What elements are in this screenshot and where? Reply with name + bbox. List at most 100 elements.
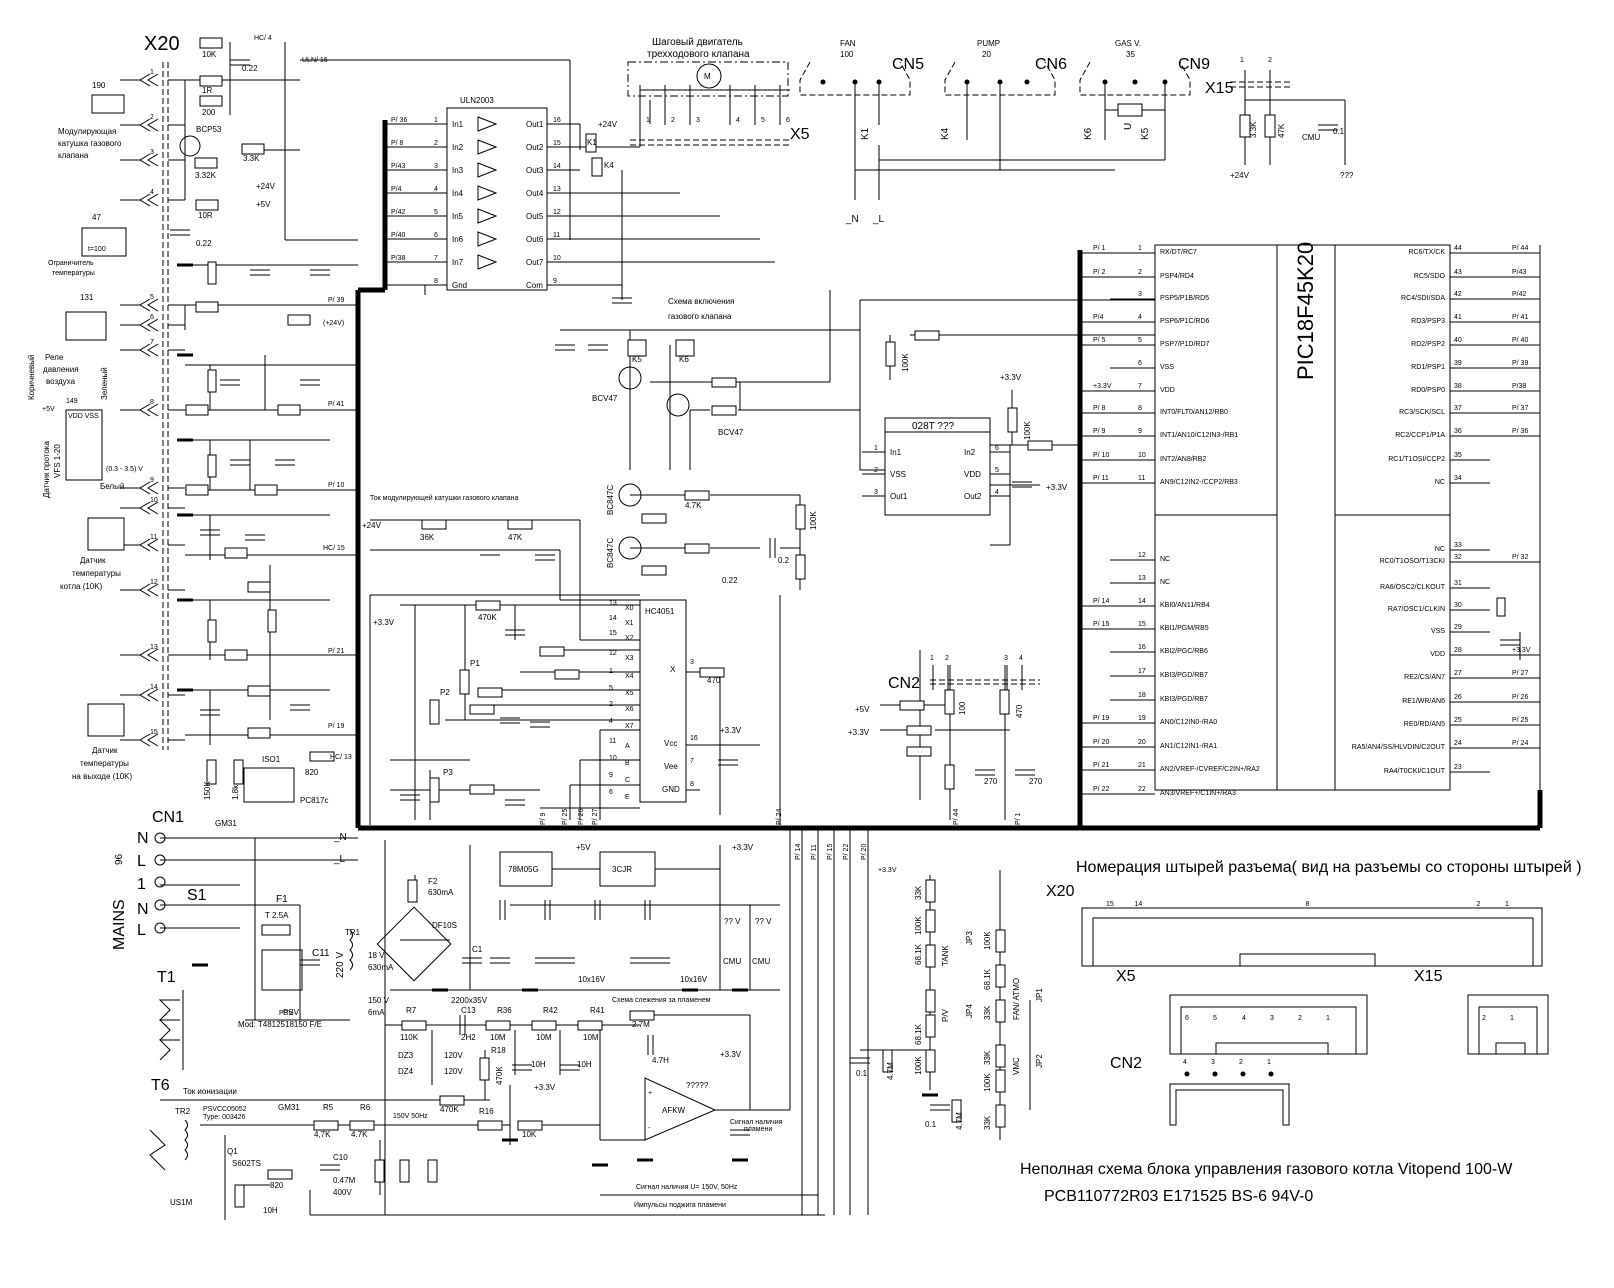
fuse-rating: 630mA — [428, 888, 454, 897]
connector-arrow-icon — [139, 481, 159, 495]
uln-output-label: Out1 — [526, 120, 544, 129]
cn1-n: N — [137, 830, 149, 847]
resistor — [925, 1049, 936, 1073]
pin-number: 15 — [553, 140, 561, 147]
pin-number: 8 — [690, 781, 694, 788]
resistor — [195, 301, 219, 313]
transformer-tr1-winding — [349, 929, 353, 971]
mains-l: L — [137, 922, 146, 939]
resistor — [995, 999, 1006, 1023]
pin-number: 10 — [609, 755, 617, 762]
part-number: 47 — [92, 213, 101, 222]
capacitor-value: 4.7H — [652, 1056, 669, 1065]
uln-input-label: In4 — [452, 189, 464, 198]
jumper-tank: TANK — [941, 945, 950, 966]
relay-coil — [627, 339, 647, 357]
net-label: P/ 39 — [328, 297, 344, 304]
pin-number: 12 — [609, 650, 617, 657]
transistor-label: BCV47 — [592, 394, 618, 403]
x5-pin-number: 4 — [736, 117, 740, 124]
uln-output-label: Out6 — [526, 235, 544, 244]
buffer-icon — [477, 231, 498, 247]
resistor-value: 470 — [1015, 704, 1024, 718]
mcu-pin-name: AN1/C12IN1-/RA1 — [1160, 743, 1217, 750]
regulator-label: 78M05G — [508, 865, 539, 874]
relay-k4-contact: K4 — [940, 127, 951, 140]
resistor-value: 100 — [958, 701, 967, 715]
hc4051-pin-label: X0 — [625, 605, 634, 612]
motor-icon — [696, 63, 722, 89]
optocoupler-label: ISO1 — [262, 755, 281, 764]
x20-pin-number: 12 — [150, 579, 158, 586]
resistor-value: 47K — [1277, 123, 1286, 138]
t1-terminal-icon — [158, 999, 180, 1021]
mcu-pin-name: RC2/CCP1/P1A — [1395, 432, 1445, 439]
resistor — [206, 759, 217, 785]
wire-color-label: Белый — [100, 482, 124, 491]
regulator-label: 3CJR — [612, 865, 632, 874]
x15-pin-number: 2 — [1268, 57, 1272, 64]
connector-arrow-icon — [139, 403, 159, 417]
mcu-pin-name: KBI2/PGC/RB6 — [1160, 648, 1208, 655]
mcu-pin-name: RD2/PSP2 — [1411, 341, 1445, 348]
junction-dot — [1240, 1071, 1246, 1077]
resistor — [421, 519, 447, 530]
flow-sensor — [65, 409, 103, 481]
wire-color-label: Коричневый — [27, 354, 36, 400]
resistor-value: 4.7M — [955, 1112, 964, 1130]
x20-pin-number: 14 — [150, 684, 158, 691]
resistor — [267, 1169, 293, 1180]
buffer-icon — [477, 208, 498, 224]
mcu-pin-name: AN3/VREF+/C1IN+/RA3 — [1160, 790, 1236, 797]
pin-number: 1 — [874, 445, 878, 452]
x20-pin-number: 13 — [150, 644, 158, 651]
mcu-pin-number: 40 — [1454, 337, 1462, 344]
line-label: _L — [872, 214, 885, 225]
x5-connector-label: X5 — [790, 126, 810, 143]
cn2-pin-number: 4 — [1019, 655, 1023, 662]
resistor — [1117, 103, 1143, 117]
junction-dot — [852, 79, 858, 85]
x20-view-pin-number: 14 — [1135, 901, 1143, 908]
regulator-78m05g — [499, 851, 553, 887]
resistor-r6: R6 — [360, 1103, 371, 1112]
supply-label: +5V — [256, 200, 271, 209]
transistor-label: BCV47 — [718, 428, 744, 437]
uln-input-label: In7 — [452, 258, 464, 267]
fan-label: FAN — [840, 39, 856, 48]
mcu-pin-name: PSP4/RD4 — [1160, 273, 1194, 280]
resistor-value: 820 — [270, 1181, 284, 1190]
mcu-pin-name: INT0/FLT0/AN12/RB0 — [1160, 409, 1228, 416]
x15-connector-label: X15 — [1205, 80, 1234, 97]
resistor — [477, 687, 503, 698]
mcu-pin-number: 18 — [1138, 692, 1146, 699]
junction-dot — [997, 79, 1003, 85]
x20-pin-number: 3 — [150, 149, 154, 156]
mcu-pin-name: RD3/PSP3 — [1411, 318, 1445, 325]
x15-view-pin-number: 2 — [1482, 1015, 1486, 1022]
resistor-r18: R18 — [491, 1046, 506, 1055]
crystal-oscillator — [1496, 597, 1506, 617]
resistor — [995, 964, 1006, 988]
resistor — [914, 330, 940, 341]
mcu-net-label: P/ 19 — [1093, 715, 1109, 722]
resistor-value: 100K — [809, 511, 818, 530]
pin-number: 6 — [995, 445, 999, 452]
resistor — [241, 143, 265, 155]
resistor — [247, 685, 271, 697]
hc4051-vee: Vee — [664, 762, 678, 771]
net-label: P/ 9 — [540, 812, 547, 825]
cn2-label: CN2 — [1110, 1055, 1142, 1072]
resistor — [711, 377, 737, 388]
resistor — [207, 369, 217, 393]
optocoupler-iso1 — [243, 767, 295, 803]
resistor-r42: R42 — [543, 1006, 558, 1015]
resistor — [407, 879, 418, 903]
mcu-net-label: P/ 41 — [1512, 314, 1528, 321]
mcu-pin-number: 26 — [1454, 694, 1462, 701]
cn2-pin-number: 2 — [945, 655, 949, 662]
resistor-value: 10K — [522, 1130, 537, 1139]
relay-k6-contact: K6 — [1083, 127, 1094, 140]
resistor — [199, 37, 223, 49]
